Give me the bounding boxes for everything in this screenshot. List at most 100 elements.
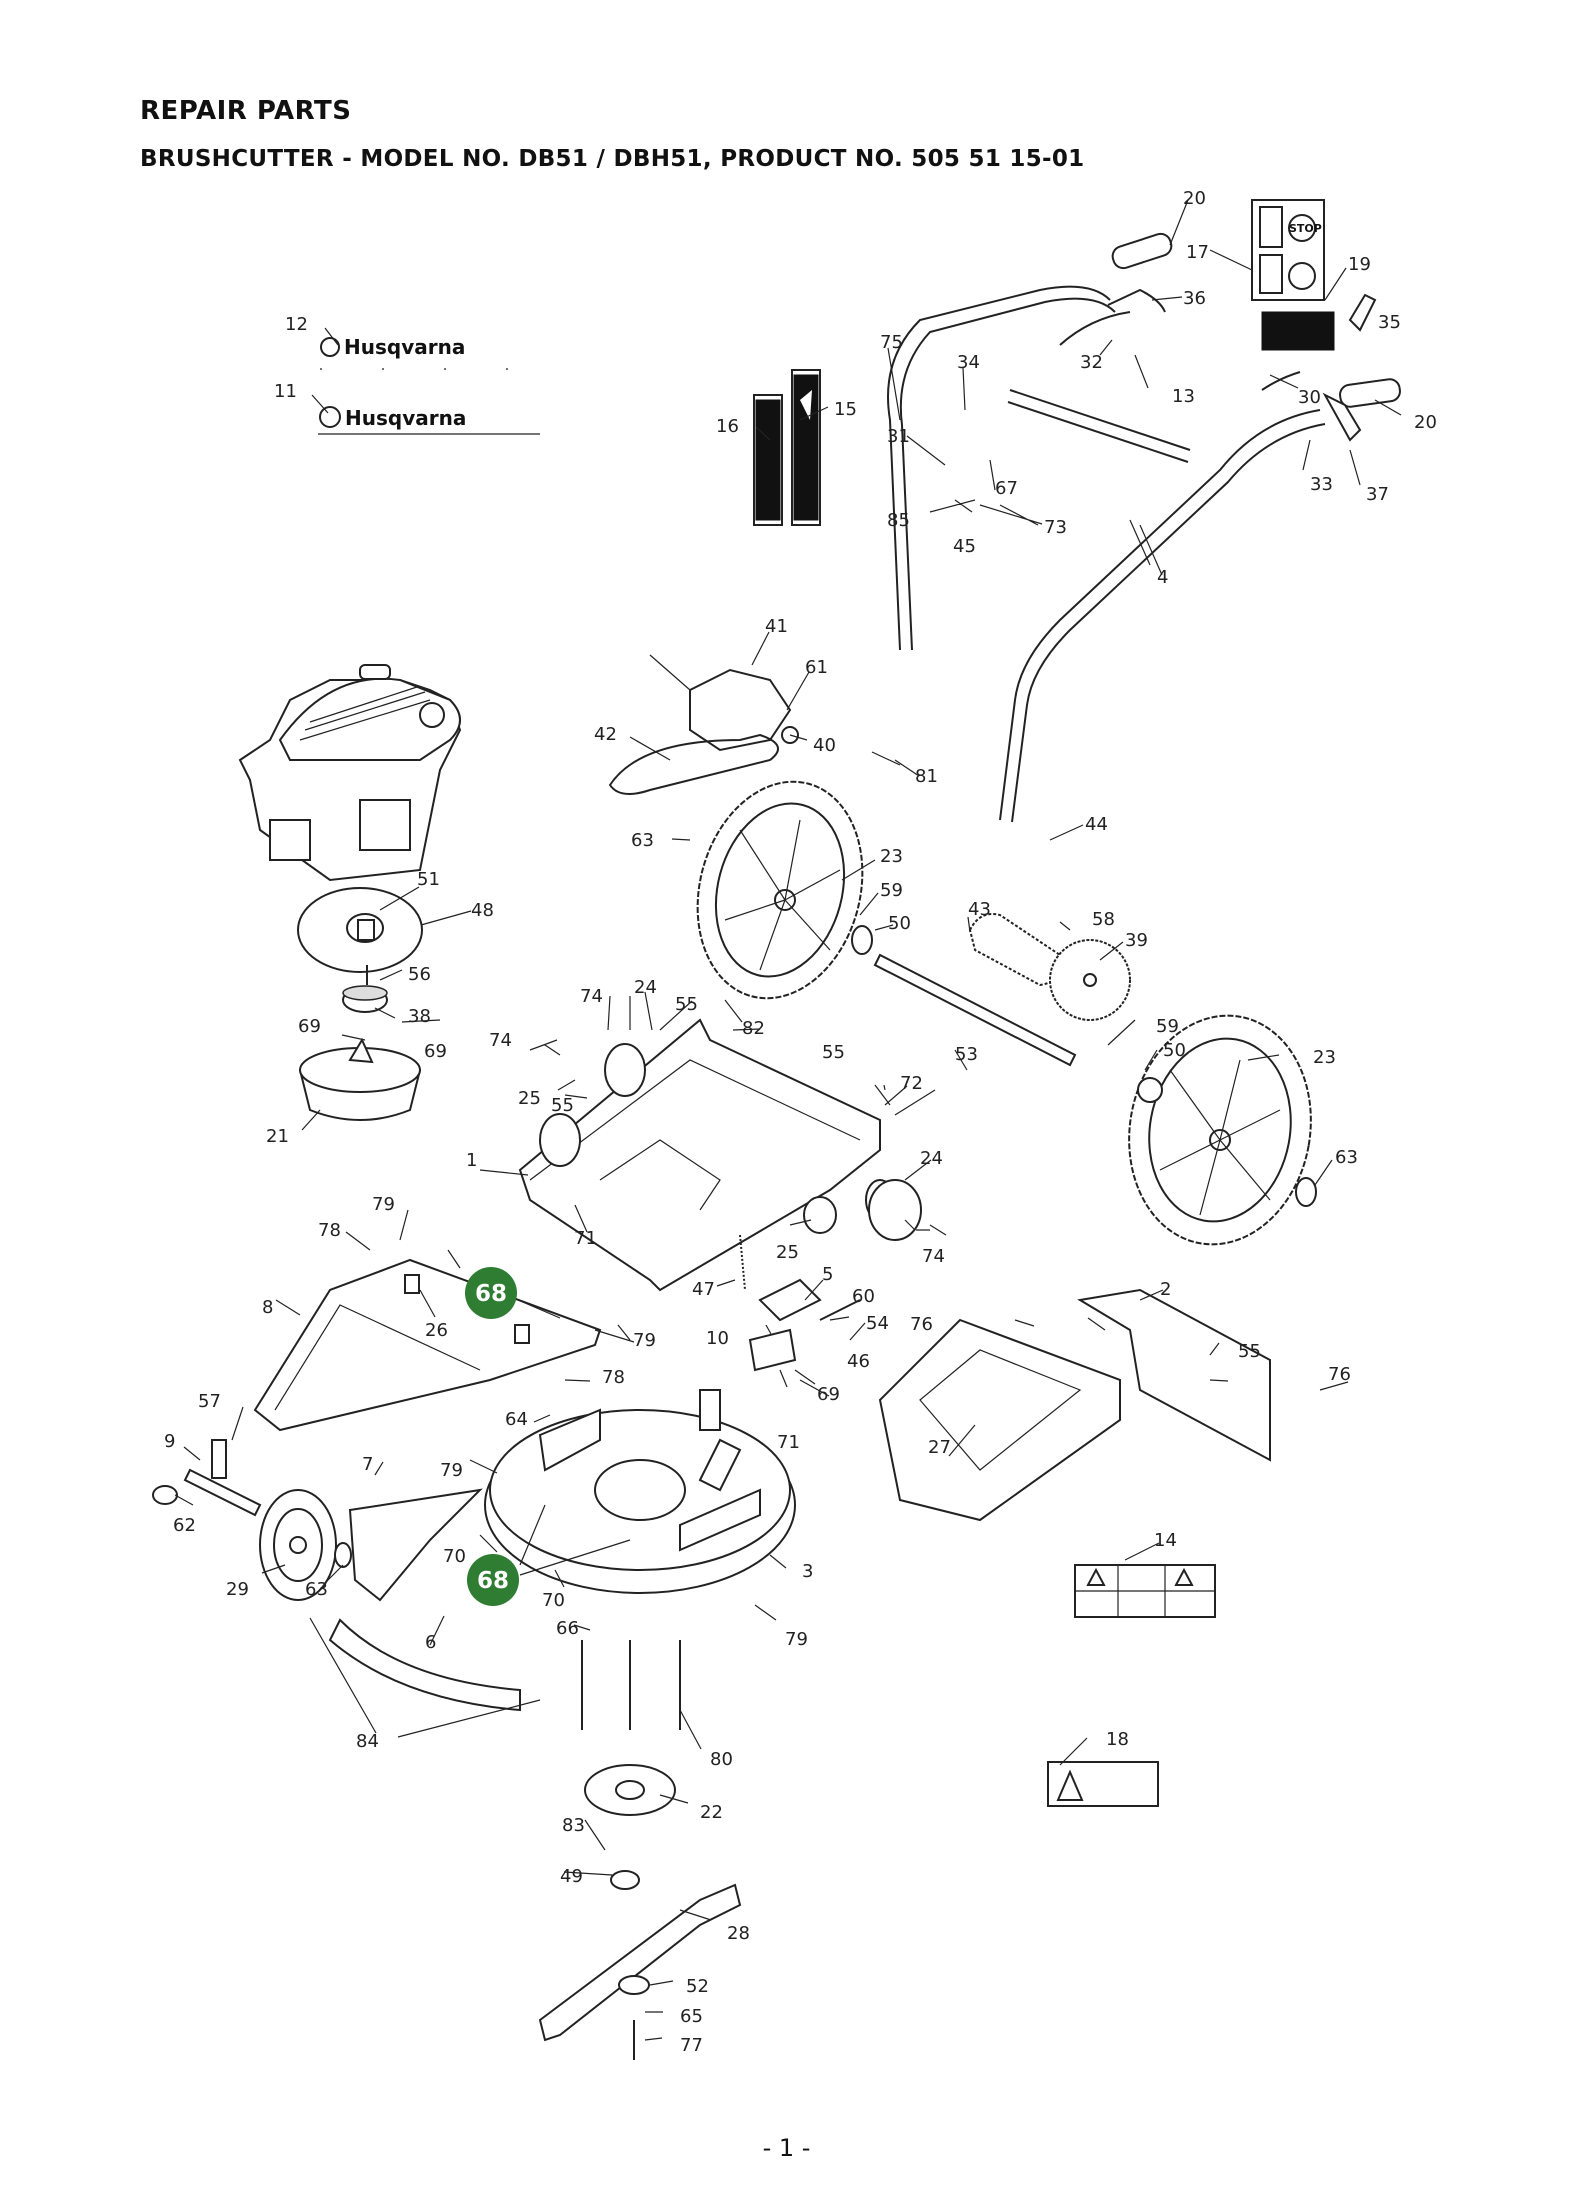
sprocket (1049, 939, 1131, 1021)
callout-50-a: 50 (888, 913, 911, 934)
callout-58: 58 (1092, 909, 1115, 930)
callout-69-b: 69 (424, 1041, 447, 1062)
highlight-badge-68-top (465, 1267, 517, 1319)
callout-49: 49 (560, 1866, 583, 1887)
husqvarna-decal-11: Husqvarna (318, 406, 540, 435)
page-number: - 1 - (762, 2134, 811, 2162)
wheel-upper (696, 780, 864, 1000)
callout-23-b: 23 (1313, 1047, 1336, 1068)
callout-78-a: 78 (318, 1220, 341, 1241)
callout-20-b: 20 (1414, 412, 1437, 433)
callout-63-a: 63 (631, 830, 654, 851)
brand-decal-11: Husqvarna (345, 406, 466, 430)
callout-2: 2 (1160, 1279, 1171, 1300)
callout-55-a: 55 (675, 994, 698, 1015)
callout-45: 45 (953, 536, 976, 557)
callout-34: 34 (957, 352, 980, 373)
callout-8: 8 (262, 1297, 273, 1318)
callout-55-b: 55 (822, 1042, 845, 1063)
callout-55-c: 55 (551, 1095, 574, 1116)
callout-20-a: 20 (1183, 188, 1206, 209)
callout-79-b: 79 (633, 1330, 656, 1351)
husqvarna-decal-12: Husqvarna (320, 335, 540, 370)
page-title: REPAIR PARTS (140, 96, 352, 126)
callout-69-a: 69 (298, 1016, 321, 1037)
main-frame (518, 1018, 922, 1292)
callout-42: 42 (594, 724, 617, 745)
callout-17: 17 (1186, 242, 1209, 263)
callout-16: 16 (716, 416, 739, 437)
callout-79-d: 79 (785, 1629, 808, 1650)
callout-33: 33 (1310, 474, 1333, 495)
callout-74-c: 74 (922, 1246, 945, 1267)
callout-40: 40 (813, 735, 836, 756)
callout-14: 14 (1154, 1530, 1177, 1551)
skirt-guard-6 (328, 1618, 521, 1712)
callout-85: 85 (887, 510, 910, 531)
callout-26: 26 (425, 1320, 448, 1341)
callout-27: 27 (928, 1437, 951, 1458)
callout-79-c: 79 (440, 1460, 463, 1481)
callout-53: 53 (955, 1044, 978, 1065)
callout-46: 46 (847, 1351, 870, 1372)
callout-51: 51 (417, 869, 440, 890)
callout-32: 32 (1080, 352, 1103, 373)
callout-61: 61 (805, 657, 828, 678)
engine-plate (297, 887, 423, 973)
callout-69-c: 69 (817, 1384, 840, 1405)
callout-31: 31 (887, 426, 910, 447)
callout-57: 57 (198, 1391, 221, 1412)
highlight-badge-68-bottom (467, 1554, 519, 1606)
engine (238, 664, 462, 882)
callout-21: 21 (266, 1126, 289, 1147)
callout-5: 5 (822, 1264, 833, 1285)
control-decal-19: STOP (1251, 199, 1335, 351)
blade-spindle (538, 1640, 742, 2060)
callout-76-b: 76 (1328, 1364, 1351, 1385)
front-wheel (152, 1439, 352, 1601)
page-subtitle: BRUSHCUTTER - MODEL NO. DB51 / DBH51, PR… (140, 146, 1085, 172)
side-guard-7 (348, 1488, 483, 1602)
drive-chain (968, 913, 1064, 987)
callout-23-a: 23 (880, 846, 903, 867)
callout-66: 66 (556, 1618, 579, 1639)
callout-43: 43 (968, 899, 991, 920)
callout-12: 12 (285, 314, 308, 335)
parts-artwork: Husqvarna Husqvarna STOP (152, 199, 1401, 2060)
callout-83: 83 (562, 1815, 585, 1836)
callout-70-a: 70 (443, 1546, 466, 1567)
highlight-part-68: 68 68 (447, 1249, 631, 1606)
callout-7: 7 (362, 1454, 373, 1475)
callout-6: 6 (425, 1632, 436, 1653)
callout-82: 82 (742, 1018, 765, 1039)
callout-47: 47 (692, 1279, 715, 1300)
callout-25-b: 25 (776, 1242, 799, 1263)
callout-38: 38 (408, 1006, 431, 1027)
callout-19: 19 (1348, 254, 1371, 275)
callout-84: 84 (356, 1731, 379, 1752)
highlight-badge-68-top-label: 68 (475, 1281, 507, 1307)
callout-37: 37 (1366, 484, 1389, 505)
warning-decal-18 (1047, 1761, 1159, 1807)
callout-59-a: 59 (880, 880, 903, 901)
callout-80: 80 (710, 1749, 733, 1770)
callout-70-b: 70 (542, 1590, 565, 1611)
callout-24-b: 24 (920, 1148, 943, 1169)
callout-28: 28 (727, 1923, 750, 1944)
callout-18: 18 (1106, 1729, 1129, 1750)
callout-9: 9 (164, 1431, 175, 1452)
callout-79-a: 79 (372, 1194, 395, 1215)
callout-63-c: 63 (305, 1579, 328, 1600)
callout-56: 56 (408, 964, 431, 985)
brand-decal-12: Husqvarna (344, 335, 465, 359)
warning-decal-14 (1074, 1564, 1216, 1618)
callout-3: 3 (802, 1561, 813, 1582)
callout-71-a: 71 (574, 1228, 597, 1249)
callout-74-a: 74 (580, 986, 603, 1007)
top-cover (1077, 1288, 1271, 1462)
callout-29: 29 (226, 1579, 249, 1600)
callout-72: 72 (900, 1073, 923, 1094)
callout-11: 11 (274, 381, 297, 402)
callout-59-b: 59 (1156, 1016, 1179, 1037)
